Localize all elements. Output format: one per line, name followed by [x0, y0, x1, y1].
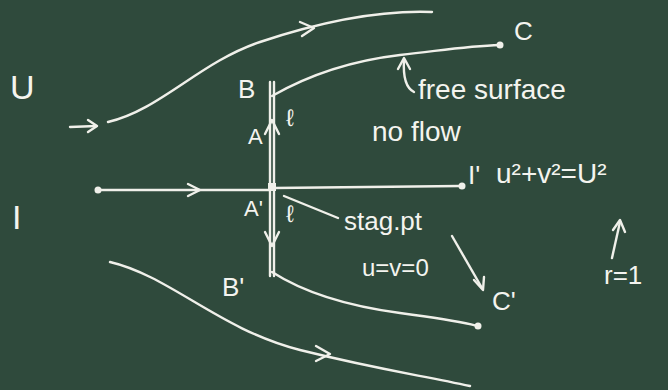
label: B [238, 76, 255, 102]
label: ℓ [286, 106, 294, 130]
label: r=1 [604, 262, 642, 288]
flow-arrow [88, 120, 97, 132]
label: A' [244, 198, 263, 220]
plate-arrow [265, 120, 279, 134]
flow-arrow [300, 22, 314, 36]
point [459, 183, 466, 190]
leader-arrow [398, 58, 410, 69]
streamline [98, 189, 270, 191]
label: A [248, 126, 263, 148]
label: I' [468, 162, 480, 188]
point [475, 323, 482, 330]
label: no flow [372, 118, 461, 146]
flow-arrow [70, 126, 96, 127]
label: free surface [418, 76, 566, 104]
label: stag.pt [344, 208, 422, 234]
label: C' [492, 288, 516, 314]
label: u²+v²=U² [496, 160, 606, 188]
flow-arrow [188, 184, 200, 196]
label: I [12, 200, 21, 234]
plate [273, 82, 275, 276]
free-surface [272, 272, 478, 326]
leader-line [452, 236, 482, 288]
point [497, 42, 504, 49]
label: B' [222, 274, 244, 300]
plate-arrow [265, 232, 279, 246]
plate [269, 82, 271, 276]
leader-arrow [613, 220, 625, 232]
streamline [274, 186, 460, 188]
label: u=v=0 [362, 256, 429, 280]
flow-arrow [316, 346, 330, 361]
label: U [10, 70, 35, 104]
leader-arrow [474, 277, 484, 290]
label: C [514, 18, 533, 44]
stagnation-point [268, 183, 276, 191]
label: ℓ [286, 202, 294, 226]
streamline [110, 262, 470, 386]
